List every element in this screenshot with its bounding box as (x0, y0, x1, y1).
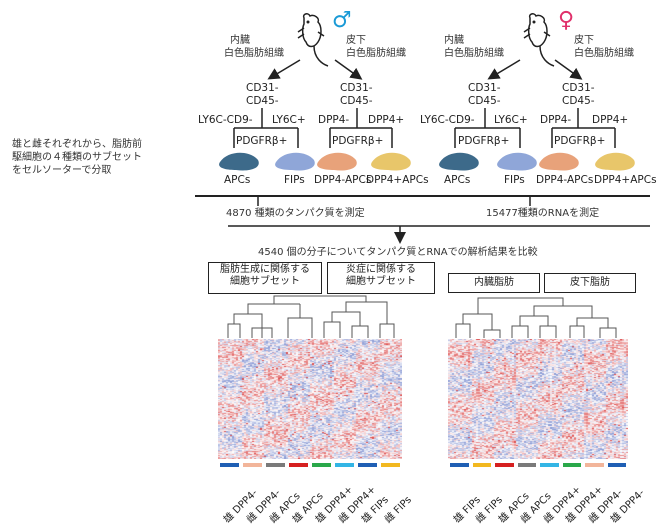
description-line-1: 雄と雌それぞれから、脂肪前 (12, 139, 142, 150)
column-color-bar (266, 463, 285, 467)
column-color-bar (585, 463, 604, 467)
female-subq-label: 皮下 白色脂肪組織 (574, 35, 634, 59)
female-symbol: ♀ (558, 8, 575, 33)
male-pdgfr-left: PDGFRβ+ (236, 135, 288, 148)
female-cell-apcs: APCs (444, 174, 471, 186)
male-apc-cell-icon (219, 152, 259, 171)
male-cell-dpp4pos: DPP4+APCs (366, 174, 429, 186)
visceral-fat-box: 内臓脂肪 (448, 273, 540, 293)
male-dpp4neg-cell-icon (317, 152, 357, 171)
right-dendrogram (455, 297, 617, 338)
female-dpp4pos-cell-icon (595, 152, 635, 171)
female-fip-cell-icon (497, 152, 537, 171)
female-visceral-arrow (487, 59, 521, 80)
male-subq-label: 皮下 白色脂肪組織 (346, 35, 406, 59)
male-ly6c-neg-label: LY6C-CD9- (198, 114, 253, 126)
female-dpp4neg-cell-icon (539, 152, 579, 171)
female-dpp4-pos-label: DPP4+ (592, 114, 629, 126)
male-cd-right: CD31-CD45- (340, 82, 373, 107)
male-cell-dpp4neg: DPP4-APCs (314, 174, 372, 186)
female-pdgfr-right: PDGFRβ+ (554, 135, 606, 148)
column-color-bar (358, 463, 377, 467)
female-cell-dpp4pos: DPP4+APCs (594, 174, 657, 186)
male-visceral-label: 内臓 白色脂肪組織 (224, 35, 284, 59)
column-color-bar (495, 463, 514, 467)
male-visceral-arrow (267, 59, 301, 80)
rna-measure-text: 15477種類のRNAを測定 (486, 208, 600, 219)
female-ly6c-pos-label: LY6C+ (494, 114, 528, 126)
female-ly6c-neg-label: LY6C-CD9- (420, 114, 475, 126)
male-dpp4pos-cell-icon (371, 152, 411, 171)
male-ly6c-pos-label: LY6C+ (272, 114, 306, 126)
inflammation-box: 炎症に関係する 細胞サブセット (327, 262, 435, 294)
left-dendrogram (227, 295, 395, 338)
female-cell-fips: FIPs (504, 174, 525, 186)
column-color-bar (472, 463, 491, 467)
right-column-color-bars (448, 463, 628, 467)
female-subq-arrow (554, 59, 583, 80)
female-cd-left: CD31-CD45- (468, 82, 501, 107)
male-cell-apcs: APCs (224, 174, 251, 186)
male-pdgfr-right: PDGFRβ+ (332, 135, 384, 148)
column-color-bar (289, 463, 308, 467)
column-color-bar (607, 463, 626, 467)
column-color-bar (450, 463, 469, 467)
left-heatmap (218, 339, 402, 459)
compare-text: 4540 個の分子についてタンパク質とRNAでの解析結果を比較 (258, 247, 538, 258)
female-visceral-label: 内臓 白色脂肪組織 (444, 35, 504, 59)
column-color-bar (220, 463, 239, 467)
protein-measure-text: 4870 種類のタンパク質を測定 (226, 208, 365, 219)
column-color-bar (335, 463, 354, 467)
female-cd-right: CD31-CD45- (562, 82, 595, 107)
male-symbol: ♂ (332, 8, 352, 33)
male-cd-left: CD31-CD45- (246, 82, 279, 107)
female-apc-cell-icon (439, 152, 479, 171)
male-fip-cell-icon (275, 152, 315, 171)
male-subq-arrow (334, 59, 363, 80)
male-mouse-icon (297, 13, 329, 67)
female-cell-dpp4neg: DPP4-APCs (536, 174, 594, 186)
description-line-3: をセルソーターで分取 (12, 165, 112, 176)
column-color-bar (517, 463, 536, 467)
column-color-bar (540, 463, 559, 467)
description-line-2: 駆細胞の４種類のサブセット (12, 152, 142, 163)
column-color-bar (312, 463, 331, 467)
female-mouse-icon (523, 13, 555, 67)
column-color-bar (562, 463, 581, 467)
female-pdgfr-left: PDGFRβ+ (458, 135, 510, 148)
female-dpp4-neg-label: DPP4- (540, 114, 572, 126)
column-color-bar (243, 463, 262, 467)
adipogenesis-box: 脂肪生成に関係する 細胞サブセット (208, 262, 322, 294)
subcutaneous-fat-box: 皮下脂肪 (544, 273, 636, 293)
male-cell-fips: FIPs (284, 174, 305, 186)
description-text: 雄と雌それぞれから、脂肪前 駆細胞の４種類のサブセット をセルソーターで分取 (12, 138, 142, 177)
male-dpp4-neg-label: DPP4- (318, 114, 350, 126)
right-heatmap (448, 339, 628, 459)
left-column-color-bars (218, 463, 402, 467)
column-color-bar (381, 463, 400, 467)
male-dpp4-pos-label: DPP4+ (368, 114, 405, 126)
